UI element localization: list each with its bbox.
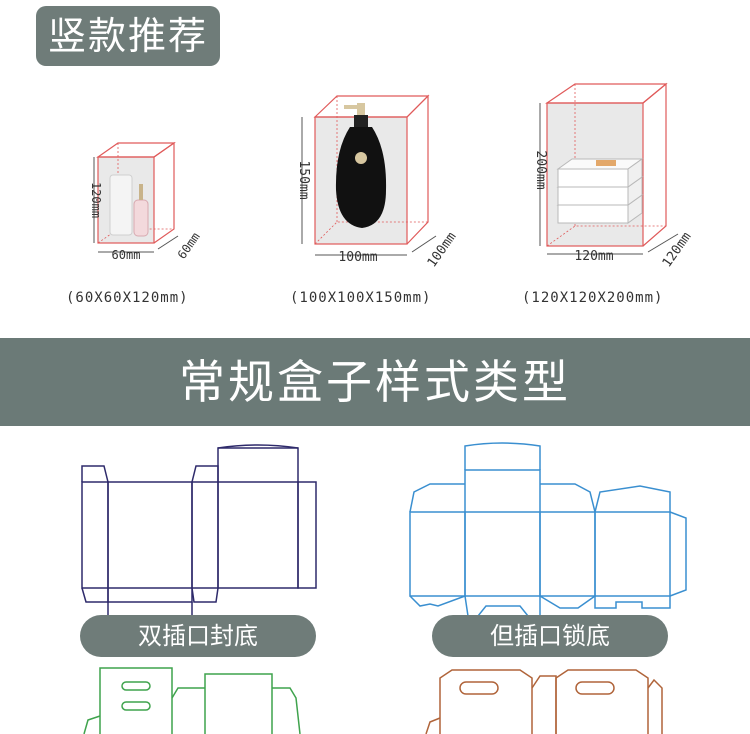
style-label-lock-bottom: 但插口锁底	[432, 615, 668, 657]
style-label-double-tuck: 双插口封底	[80, 615, 316, 657]
box-2-width-label: 100mm	[338, 250, 377, 265]
section-tag: 竖款推荐	[36, 6, 220, 66]
box-2-illustration: 150mm 100mm 100mm	[296, 94, 460, 271]
box-2-height-label: 150mm	[296, 160, 311, 199]
box-size-illustrations: 120mm 60mm 60mm 150mm 100mm 100mm	[89, 82, 695, 271]
box-1-illustration: 120mm 60mm 60mm	[89, 141, 203, 262]
box-3-width-label: 120mm	[574, 249, 613, 264]
dieline-lock-bottom	[409, 442, 687, 617]
box-3-height-label: 200mm	[533, 150, 548, 189]
box-3-size: (120X120X200mm)	[522, 290, 664, 306]
box-3-illustration: 200mm 120mm 120mm	[533, 82, 695, 271]
dieline-illustrations	[81, 442, 687, 734]
box-2-size: (100X100X150mm)	[290, 290, 432, 306]
box-1-width-label: 60mm	[112, 248, 141, 262]
dieline-green	[83, 667, 301, 734]
dieline-double-tuck	[81, 444, 317, 622]
dieline-brown	[425, 669, 663, 734]
box-1-size: (60X60X120mm)	[66, 290, 189, 306]
box-1-height-label: 120mm	[89, 182, 103, 218]
section-banner: 常规盒子样式类型	[0, 338, 750, 426]
box-2-depth-label: 100mm	[425, 230, 460, 271]
box-3-depth-label: 120mm	[660, 230, 695, 271]
box-1-depth-label: 60mm	[175, 230, 203, 262]
